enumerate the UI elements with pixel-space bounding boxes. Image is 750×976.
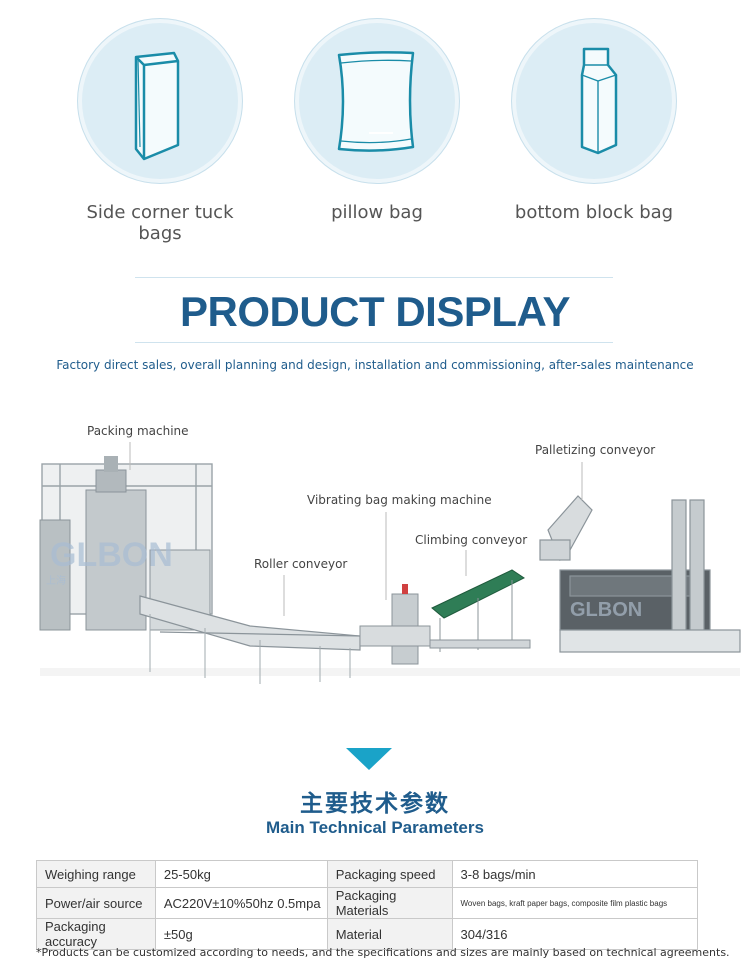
bag-circle [294,18,460,184]
params-title-cn: 主要技术参数 [300,791,450,817]
side-corner-tuck-bag-icon [134,51,180,161]
production-line-illustration: GLBON 上海 [0,400,750,710]
svg-text:GLBON: GLBON [570,599,642,621]
bottom-block-bag-icon [580,47,618,155]
bag-label: pillow bag [331,202,423,223]
param-key: Material [326,918,453,950]
bag-circle [77,18,243,184]
divider-top [135,277,613,278]
parameters-table: Weighing range 25-50kg Packaging speed 3… [36,860,699,950]
table-row: Weighing range 25-50kg Packaging speed 3… [36,860,699,888]
label-palletizing-conveyor: Palletizing conveyor [535,443,656,457]
param-value: 304/316 [451,918,699,950]
param-value: AC220V±10%50hz 0.5mpa [154,887,328,919]
bag-circle [511,18,677,184]
bag-type-side-corner: Side corner tuck bags [75,18,245,244]
bag-type-bottom-block: bottom block bag [509,18,679,223]
bag-label: bottom block bag [514,202,674,223]
param-key: Packaging accuracy [36,918,156,950]
product-display-title: PRODUCT DISPLAY [179,288,571,335]
customization-note: *Products can be customized according to… [36,946,730,959]
param-key: Packaging Materials [326,887,453,919]
down-triangle-icon [346,748,392,770]
params-title-en: Main Technical Parameters [266,818,484,837]
param-key: Weighing range [36,860,156,888]
table-row: Packaging accuracy ±50g Material 304/316 [36,918,699,950]
bag-types: Side corner tuck bags pillow bag [0,18,750,244]
bag-type-pillow: pillow bag [292,18,462,223]
param-key: Packaging speed [326,860,453,888]
label-vibrating-machine: Vibrating bag making machine [307,493,492,507]
bag-label: Side corner tuck bags [86,202,234,244]
param-value: 25-50kg [154,860,328,888]
watermark-cn: 上海 [46,574,66,587]
param-value: ±50g [154,918,328,950]
label-climbing-conveyor: Climbing conveyor [415,533,528,547]
param-value: Woven bags, kraft paper bags, composite … [451,887,699,919]
param-key: Power/air source [36,887,156,919]
divider-bottom [135,342,613,343]
production-line-image: GLBON 上海 [39,442,741,684]
param-value: 3-8 bags/min [451,860,699,888]
watermark-logo: GLBON [50,536,173,574]
product-display-subtitle: Factory direct sales, overall planning a… [56,358,694,372]
label-packing-machine: Packing machine [87,424,189,438]
label-roller-conveyor: Roller conveyor [254,557,348,571]
table-row: Power/air source AC220V±10%50hz 0.5mpa P… [36,887,699,919]
pillow-bag-icon [337,51,415,152]
